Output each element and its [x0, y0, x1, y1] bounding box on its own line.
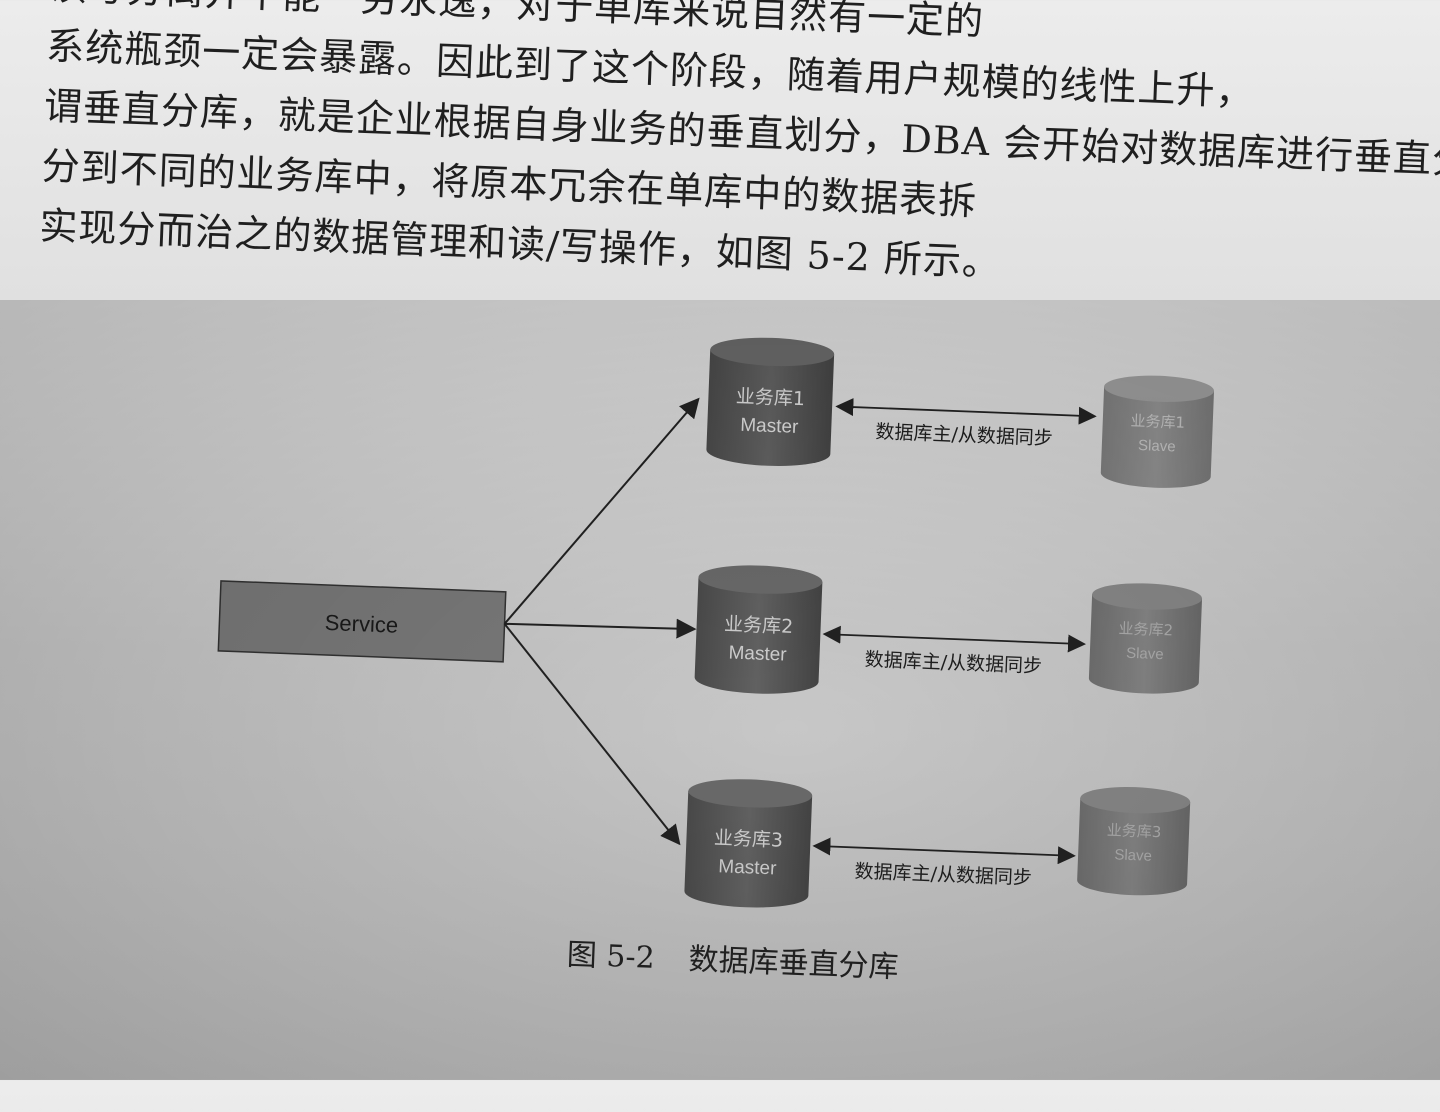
slave-3-name: 业务库3	[1106, 821, 1161, 841]
master-1-role: Master	[740, 415, 800, 438]
sync-arrow-3	[812, 837, 1076, 865]
master-db-2: 业务库2 Master	[694, 565, 823, 694]
master-1-name: 业务库1	[735, 386, 805, 411]
slave-2-role: Slave	[1126, 645, 1164, 663]
figure-number: 图 5-2	[566, 937, 656, 976]
master-2-name: 业务库2	[724, 613, 794, 638]
master-3-name: 业务库3	[714, 827, 784, 852]
service-label: Service	[324, 610, 398, 638]
arrow-to-master-1	[503, 397, 700, 625]
slave-db-1: 业务库1 Slave	[1100, 375, 1215, 488]
arrow-to-master-3	[503, 623, 681, 846]
slave-1-name: 业务库1	[1130, 412, 1185, 432]
sync-label-3: 数据库主/从数据同步	[854, 860, 1032, 889]
master-3-role: Master	[718, 856, 778, 879]
arrow-to-master-2	[504, 618, 697, 639]
figure-title: 数据库垂直分库	[687, 942, 900, 986]
sync-label-2: 数据库主/从数据同步	[864, 649, 1042, 678]
slave-1-role: Slave	[1138, 437, 1176, 455]
slave-2-name: 业务库2	[1118, 619, 1173, 639]
slave-db-2: 业务库2 Slave	[1088, 583, 1203, 694]
master-db-3: 业务库3 Master	[684, 779, 813, 908]
sync-label-1: 数据库主/从数据同步	[875, 421, 1053, 450]
master-2-role: Master	[728, 642, 788, 665]
master-db-1: 业务库1 Master	[706, 337, 835, 467]
sync-arrow-1	[835, 398, 1097, 425]
slave-3-role: Slave	[1114, 846, 1152, 864]
service-box: Service	[217, 580, 507, 663]
slave-db-3: 业务库3 Slave	[1077, 787, 1191, 896]
sync-arrow-2	[822, 625, 1086, 653]
